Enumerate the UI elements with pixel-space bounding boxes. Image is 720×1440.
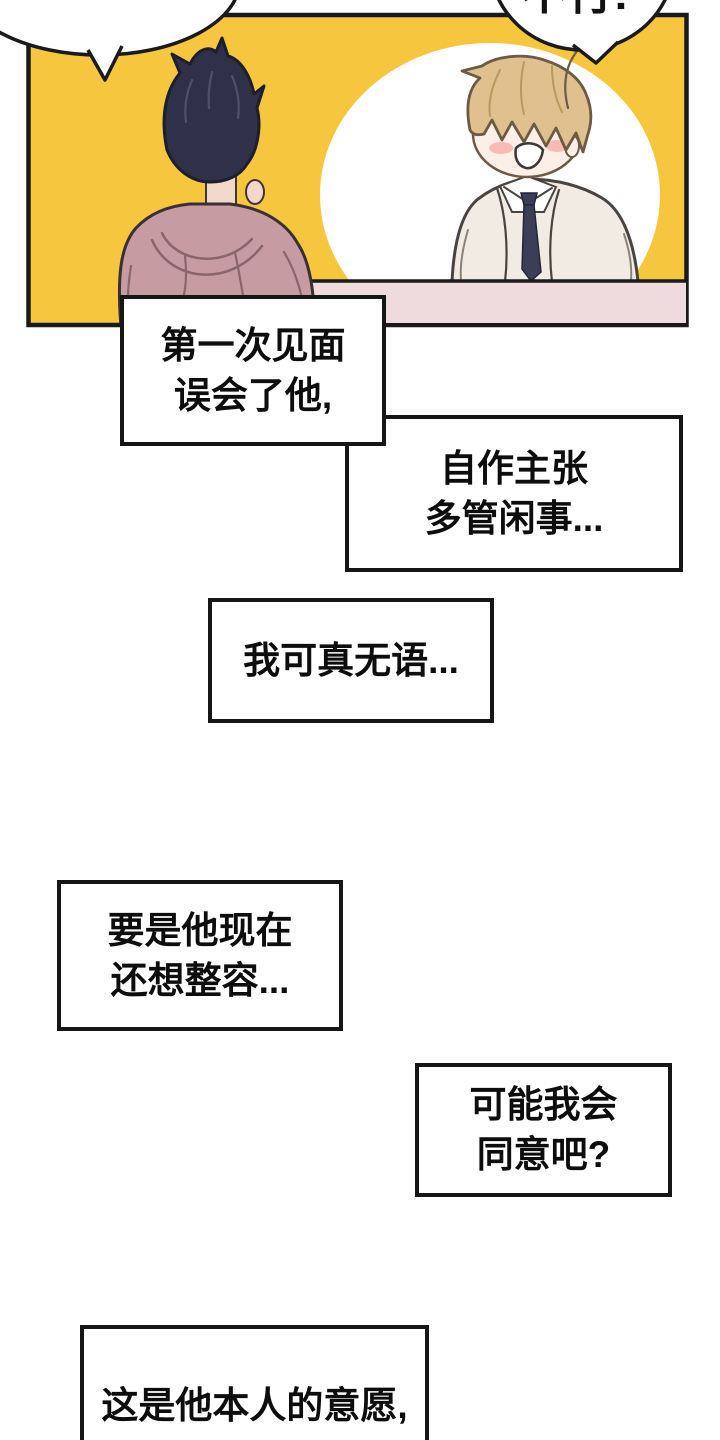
caption-line: 自作主张 [440, 447, 588, 489]
hood [150, 231, 264, 276]
tie-blade [521, 204, 542, 283]
caption-line: 要是他现在 [107, 909, 293, 951]
blush-left [489, 142, 513, 154]
caption-line: 我可真无语... [243, 639, 459, 681]
comic-panel [0, 0, 689, 328]
caption-box-1: 第一次见面 误会了他, [120, 295, 386, 446]
caption-line: 还想整容... [110, 959, 290, 1001]
caption-box-6: 这是他本人的意愿, [80, 1325, 429, 1440]
speech-bubble-right [497, 0, 667, 65]
caption-line: 第一次见面 [160, 324, 346, 366]
dark-hair [162, 36, 266, 184]
caption-box-5: 可能我会 同意吧? [415, 1063, 672, 1197]
blond-hair [460, 54, 593, 154]
character-patient [117, 36, 317, 323]
caption-box-2: 自作主张 多管闲事... [345, 415, 683, 572]
speech-bubble-left [0, 0, 237, 82]
speech-bubble-right-tail [571, 40, 620, 65]
speech-bubble-left-tail [86, 45, 124, 82]
caption-box-3: 我可真无语... [208, 598, 494, 723]
smiling-mouth [514, 142, 545, 170]
tie [520, 192, 538, 206]
caption-line: 同意吧? [476, 1134, 611, 1175]
caption-line: 多管闲事... [424, 497, 604, 539]
speech-bubble-right-text: 不行! [505, 0, 645, 16]
caption-box-4: 要是他现在 还想整容... [57, 880, 343, 1031]
caption-line: 可能我会 [469, 1084, 618, 1125]
caption-line: 误会了他, [173, 374, 333, 416]
caption-line: 这是他本人的意愿, [101, 1385, 408, 1426]
character-doctor [450, 32, 640, 284]
